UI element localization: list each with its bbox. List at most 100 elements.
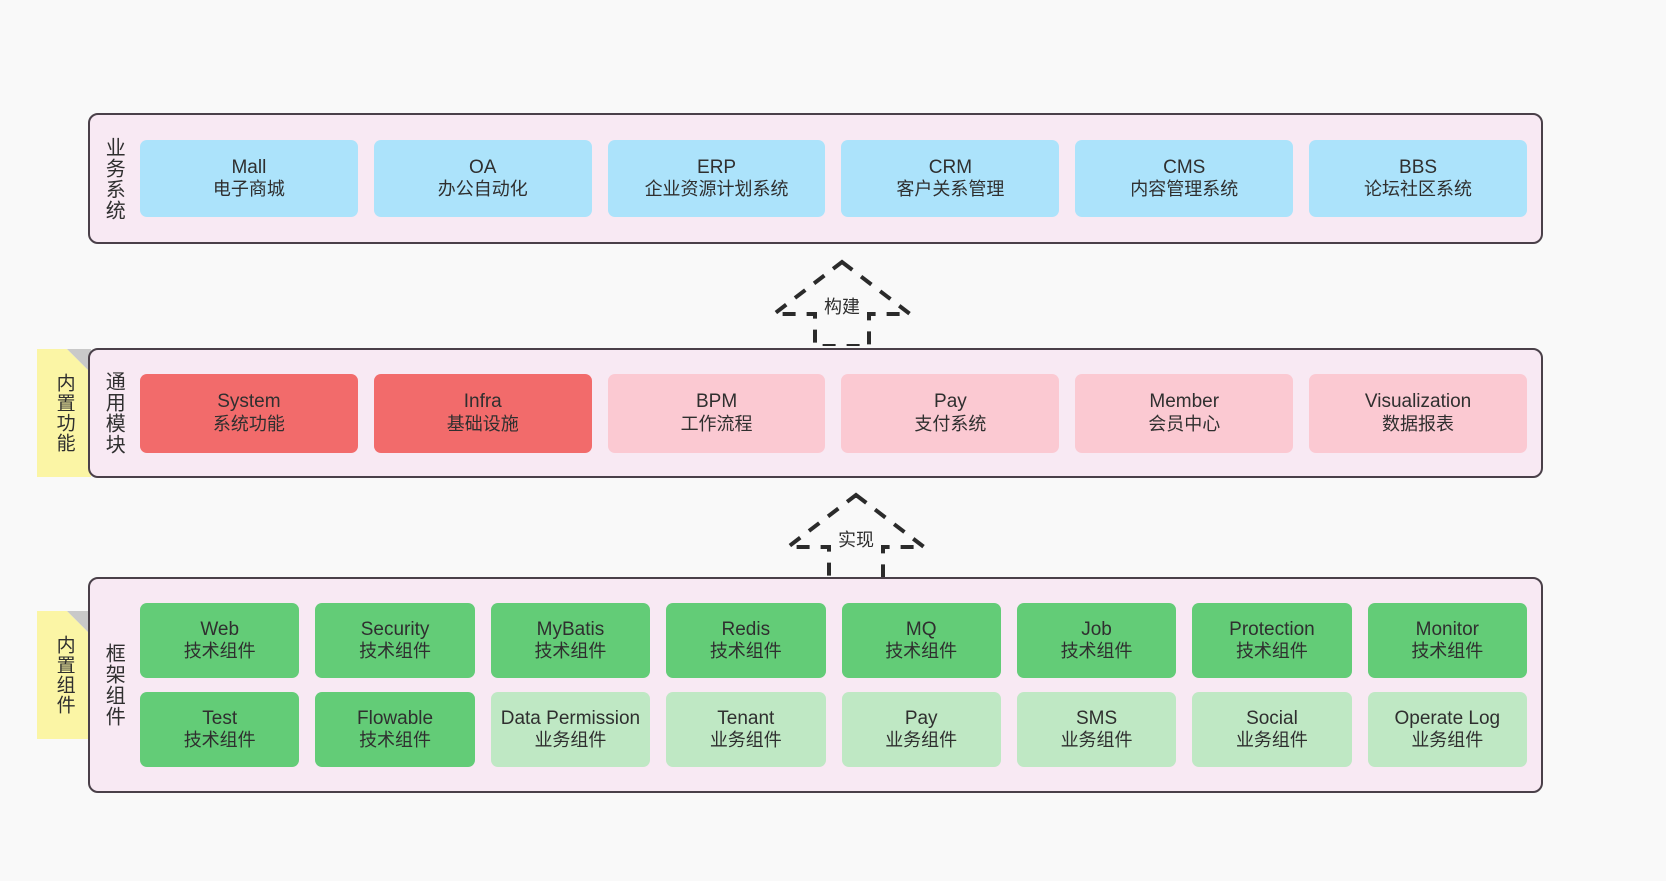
node-subtitle: 技术组件 <box>1060 641 1133 662</box>
sticky-note-label: 内置组件 <box>53 635 75 715</box>
layer-body-common-modules: System 系统功能 Infra 基础设施 BPM 工作流程 Pay 支付系统… <box>136 350 1541 476</box>
node-subtitle: 技术组件 <box>359 730 432 751</box>
node-title: Monitor <box>1415 618 1479 640</box>
node-title: Pay <box>904 707 938 729</box>
node-subtitle: 内容管理系统 <box>1130 179 1239 200</box>
node-pay-component[interactable]: Pay 业务组件 <box>841 692 1001 767</box>
layer-business-systems: 业务系统 Mall 电子商城 OA 办公自动化 ERP 企业资源计划系统 CRM… <box>88 113 1543 244</box>
node-security[interactable]: Security 技术组件 <box>315 603 475 678</box>
layer-framework-components: 框架组件 Web 技术组件 Security 技术组件 MyBatis 技术组件… <box>88 577 1543 793</box>
node-title: Member <box>1149 391 1220 413</box>
node-title: Test <box>202 707 238 729</box>
layer-label-framework-components: 框架组件 <box>102 643 125 727</box>
node-title: Security <box>360 618 430 640</box>
node-title: Data Permission <box>500 707 641 729</box>
node-bpm[interactable]: BPM 工作流程 <box>607 373 826 453</box>
node-sms[interactable]: SMS 业务组件 <box>1016 692 1177 767</box>
node-infra[interactable]: Infra 基础设施 <box>373 373 592 453</box>
node-subtitle: 工作流程 <box>680 413 753 434</box>
node-subtitle: 技术组件 <box>885 641 958 662</box>
node-title: Visualization <box>1364 391 1472 413</box>
layer-body-business-systems: Mall 电子商城 OA 办公自动化 ERP 企业资源计划系统 CRM 客户关系… <box>136 115 1541 242</box>
node-title: Infra <box>463 391 502 413</box>
node-title: Job <box>1081 618 1112 640</box>
node-operate-log[interactable]: Operate Log 业务组件 <box>1367 692 1527 767</box>
node-subtitle: 数据报表 <box>1382 413 1455 434</box>
node-title: Flowable <box>357 707 434 729</box>
layer-body-framework-components: Web 技术组件 Security 技术组件 MyBatis 技术组件 Redi… <box>136 579 1541 791</box>
node-title: MyBatis <box>536 618 605 640</box>
node-title: CMS <box>1163 156 1206 178</box>
node-system[interactable]: System 系统功能 <box>140 373 358 453</box>
arrow-build: 构建 <box>757 256 927 346</box>
sticky-note-label: 内置功能 <box>53 373 75 453</box>
node-redis[interactable]: Redis 技术组件 <box>666 603 826 678</box>
node-subtitle: 业务组件 <box>1235 730 1308 751</box>
node-title: MQ <box>905 618 937 640</box>
node-bbs[interactable]: BBS 论坛社区系统 <box>1309 140 1527 217</box>
node-title: Tenant <box>717 707 775 729</box>
layer-common-modules: 通用模块 System 系统功能 Infra 基础设施 BPM 工作流程 Pay… <box>88 348 1543 478</box>
node-cms[interactable]: CMS 内容管理系统 <box>1075 140 1294 217</box>
node-subtitle: 会员中心 <box>1148 413 1221 434</box>
layer-label-common-modules: 通用模块 <box>102 371 125 455</box>
node-title: ERP <box>697 156 737 178</box>
node-oa[interactable]: OA 办公自动化 <box>373 140 592 217</box>
node-subtitle: 基础设施 <box>446 413 519 434</box>
sticky-note-builtin-components: 内置组件 <box>37 611 91 739</box>
node-subtitle: 技术组件 <box>1235 641 1308 662</box>
node-title: BPM <box>695 391 738 413</box>
node-job[interactable]: Job 技术组件 <box>1016 603 1177 678</box>
node-web[interactable]: Web 技术组件 <box>140 603 300 678</box>
node-subtitle: 业务组件 <box>534 730 607 751</box>
node-title: Web <box>200 618 240 640</box>
node-mybatis[interactable]: MyBatis 技术组件 <box>490 603 651 678</box>
node-title: Operate Log <box>1394 707 1501 729</box>
node-flowable[interactable]: Flowable 技术组件 <box>315 692 475 767</box>
node-row: System 系统功能 Infra 基础设施 BPM 工作流程 Pay 支付系统… <box>140 373 1527 453</box>
node-subtitle: 客户关系管理 <box>896 179 1005 200</box>
node-mq[interactable]: MQ 技术组件 <box>841 603 1001 678</box>
node-member[interactable]: Member 会员中心 <box>1075 373 1294 453</box>
node-row: Web 技术组件 Security 技术组件 MyBatis 技术组件 Redi… <box>140 603 1527 678</box>
node-title: Pay <box>934 391 967 413</box>
node-tenant[interactable]: Tenant 业务组件 <box>666 692 826 767</box>
node-title: Mall <box>231 156 267 178</box>
node-subtitle: 技术组件 <box>1411 641 1484 662</box>
node-subtitle: 电子商城 <box>212 179 285 200</box>
node-subtitle: 企业资源计划系统 <box>644 179 789 200</box>
node-title: System <box>217 391 281 413</box>
node-protection[interactable]: Protection 技术组件 <box>1192 603 1352 678</box>
node-erp[interactable]: ERP 企业资源计划系统 <box>607 140 826 217</box>
layer-label-business-systems: 业务系统 <box>102 136 125 221</box>
dashed-hollow-arrow-up-icon <box>782 492 930 579</box>
dashed-hollow-arrow-up-icon <box>768 259 916 346</box>
node-data-permission[interactable]: Data Permission 业务组件 <box>490 692 651 767</box>
node-subtitle: 办公自动化 <box>437 179 528 200</box>
node-social[interactable]: Social 业务组件 <box>1192 692 1352 767</box>
node-title: BBS <box>1399 156 1438 178</box>
node-subtitle: 业务组件 <box>1060 730 1133 751</box>
node-visualization[interactable]: Visualization 数据报表 <box>1309 373 1527 453</box>
node-title: SMS <box>1075 707 1118 729</box>
node-row: Test 技术组件 Flowable 技术组件 Data Permission … <box>140 692 1527 767</box>
node-crm[interactable]: CRM 客户关系管理 <box>841 140 1060 217</box>
node-subtitle: 论坛社区系统 <box>1364 179 1473 200</box>
node-subtitle: 技术组件 <box>183 730 256 751</box>
node-title: Redis <box>721 618 771 640</box>
node-subtitle: 技术组件 <box>709 641 782 662</box>
node-title: Social <box>1246 707 1298 729</box>
node-pay-module[interactable]: Pay 支付系统 <box>841 373 1060 453</box>
node-title: OA <box>469 156 497 178</box>
node-subtitle: 系统功能 <box>212 413 285 434</box>
node-subtitle: 技术组件 <box>359 641 432 662</box>
arrow-implement: 实现 <box>771 489 941 579</box>
node-subtitle: 支付系统 <box>914 413 987 434</box>
node-monitor[interactable]: Monitor 技术组件 <box>1367 603 1527 678</box>
node-mall[interactable]: Mall 电子商城 <box>140 140 358 217</box>
sticky-note-builtin-functions: 内置功能 <box>37 349 91 477</box>
node-test[interactable]: Test 技术组件 <box>140 692 300 767</box>
node-subtitle: 技术组件 <box>183 641 256 662</box>
node-subtitle: 业务组件 <box>709 730 782 751</box>
